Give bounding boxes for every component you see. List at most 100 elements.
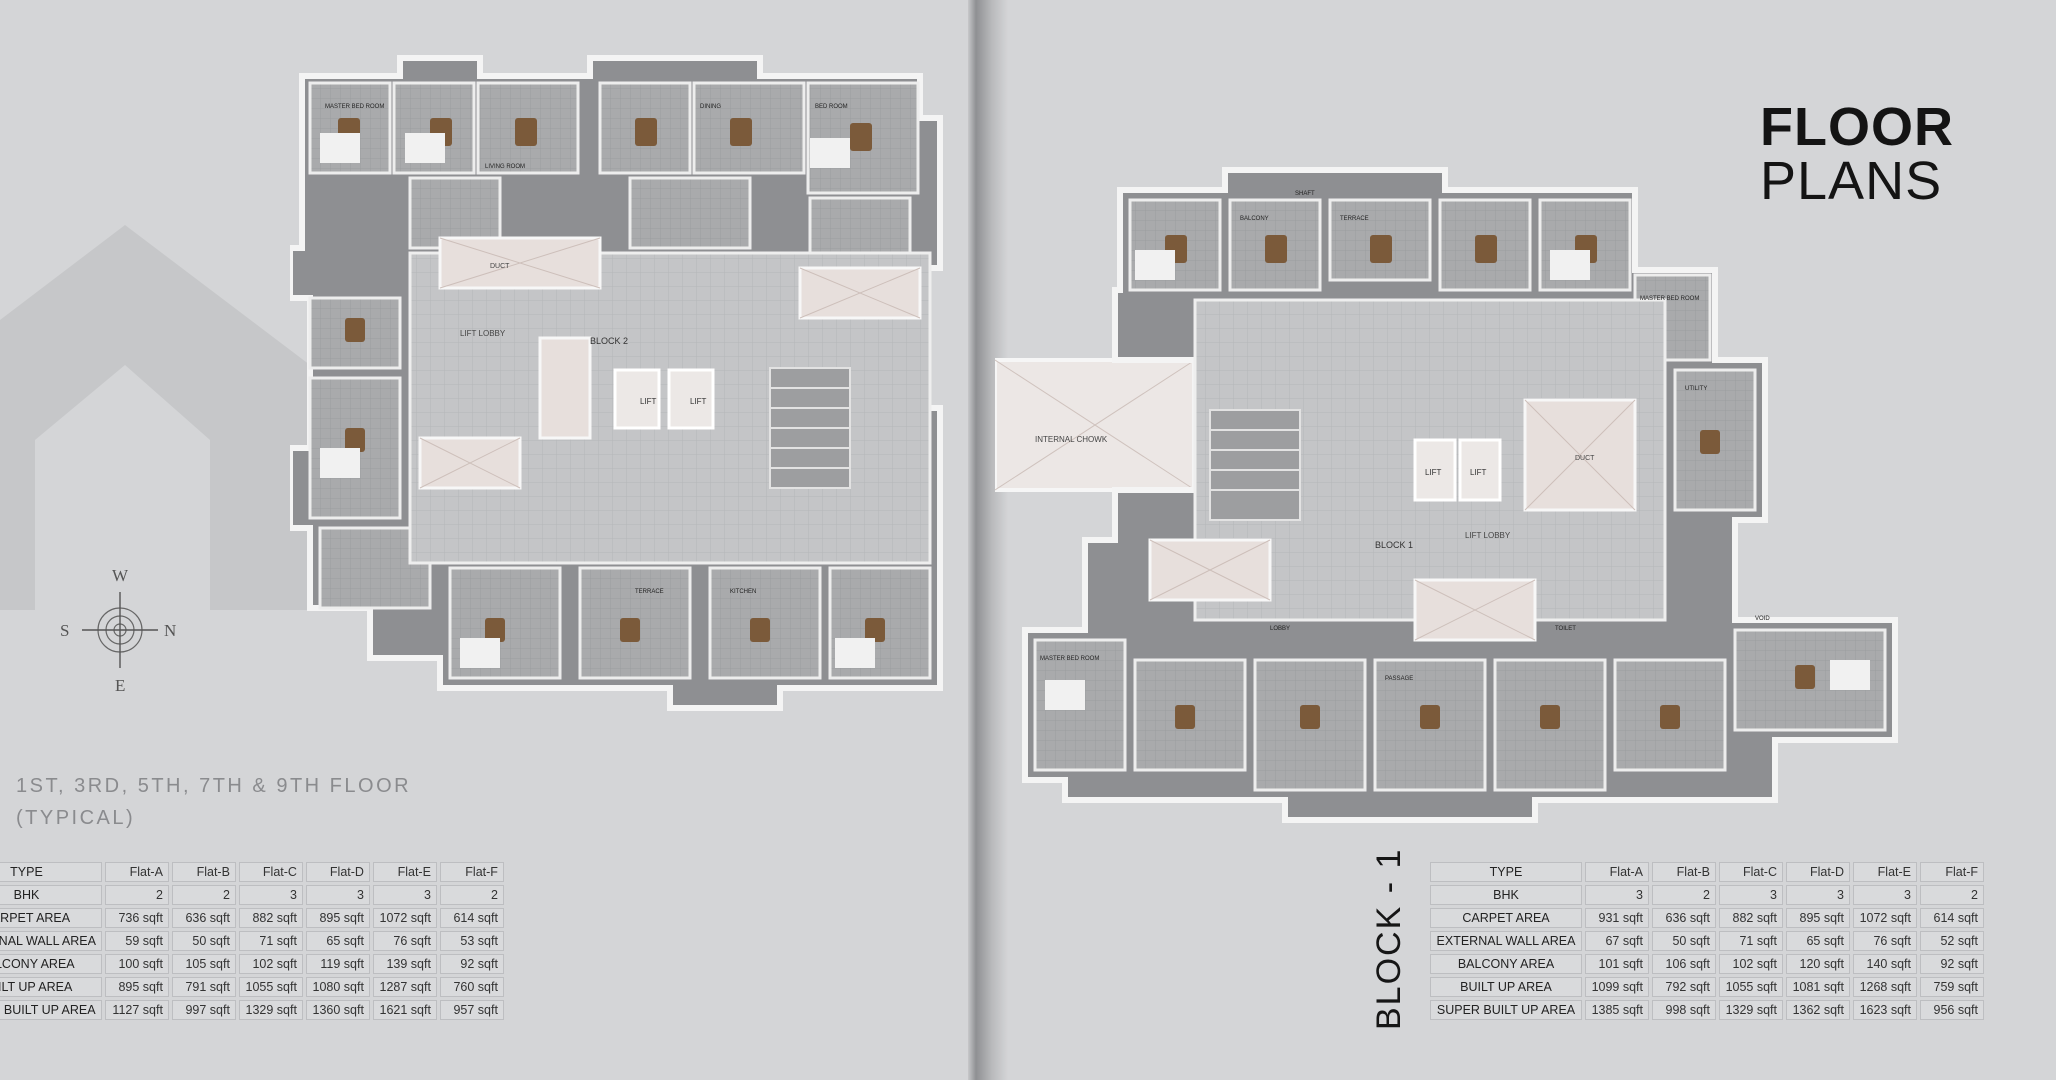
table-cell: 895 sqft — [104, 977, 169, 997]
table-header-cell: Flat-D — [1786, 862, 1850, 882]
table-cell: 882 sqft — [238, 908, 303, 928]
row-label: CARPET AREA — [0, 908, 102, 928]
table-cell: 882 sqft — [1719, 908, 1783, 928]
row-label: BALCONY AREA — [1430, 954, 1582, 974]
row-label: SUPER BUILT UP AREA — [1430, 1000, 1582, 1020]
lift-label-4: LIFT — [1470, 468, 1487, 477]
table-cell: 1623 sqft — [1853, 1000, 1917, 1020]
table-cell: 3 — [1585, 885, 1649, 905]
table-cell: 997 sqft — [171, 1000, 236, 1020]
table-cell: 1072 sqft — [1853, 908, 1917, 928]
table-cell: 50 sqft — [171, 931, 236, 951]
table-cell: 1081 sqft — [1786, 977, 1850, 997]
table-cell: 50 sqft — [1652, 931, 1716, 951]
table-cell: 736 sqft — [104, 908, 169, 928]
kitchen-label: KITCHEN — [730, 589, 756, 595]
table-header-cell: TYPE — [0, 862, 102, 882]
living-label: LIVING ROOM — [485, 164, 525, 170]
master-bed-label: MASTER BED ROOM — [325, 104, 384, 110]
lift-lobby-label-2: LIFT LOBBY — [1465, 531, 1511, 540]
master-bed-label-2: MASTER BED ROOM — [1640, 296, 1699, 302]
internal-chowk-label: INTERNAL CHOWK — [1035, 435, 1108, 444]
master-bed-label-3: MASTER BED ROOM — [1040, 656, 1099, 662]
table-cell: 1127 sqft — [104, 1000, 169, 1020]
lift-label-3: LIFT — [1425, 468, 1442, 477]
table-cell: 1080 sqft — [305, 977, 370, 997]
table-cell: 71 sqft — [238, 931, 303, 951]
table-cell: 2 — [1920, 885, 1984, 905]
table-cell: 614 sqft — [439, 908, 504, 928]
row-label: BUILT UP AREA — [1430, 977, 1582, 997]
row-label: EXTERNAL WALL AREA — [0, 931, 102, 951]
table-cell: 2 — [1652, 885, 1716, 905]
table-cell: 931 sqft — [1585, 908, 1649, 928]
row-label: CARPET AREA — [1430, 908, 1582, 928]
table-cell: 1329 sqft — [1719, 1000, 1783, 1020]
lift-label-1: LIFT — [640, 397, 657, 406]
table-cell: 140 sqft — [1853, 954, 1917, 974]
table-cell: 3 — [1853, 885, 1917, 905]
table-header-cell: Flat-A — [104, 862, 169, 882]
heading-line2: PLANS — [1760, 151, 1943, 211]
table-cell: 1072 sqft — [372, 908, 437, 928]
table-cell: 1329 sqft — [238, 1000, 303, 1020]
block-label: BLOCK - 1 — [1370, 847, 1408, 1030]
table-header-cell: Flat-E — [372, 862, 437, 882]
table-header-cell: Flat-F — [1920, 862, 1984, 882]
house-watermark-icon — [0, 225, 310, 610]
table-cell: 792 sqft — [1652, 977, 1716, 997]
lobby-label: LOBBY — [1270, 626, 1290, 632]
balcony-label: BALCONY — [1240, 216, 1269, 222]
table-cell: 1360 sqft — [305, 1000, 370, 1020]
dining-label: DINING — [700, 104, 721, 110]
table-cell: 105 sqft — [171, 954, 236, 974]
table-cell: 956 sqft — [1920, 1000, 1984, 1020]
shaft-label: SHAFT — [1295, 191, 1315, 197]
table-cell: 92 sqft — [1920, 954, 1984, 974]
table-cell: 1055 sqft — [238, 977, 303, 997]
lift-lobby-label: LIFT LOBBY — [460, 329, 506, 338]
floor-label-line2: (TYPICAL) — [16, 807, 136, 829]
table-cell: 52 sqft — [1920, 931, 1984, 951]
table-cell: 998 sqft — [1652, 1000, 1716, 1020]
table-cell: 636 sqft — [171, 908, 236, 928]
table-header-cell: Flat-E — [1853, 862, 1917, 882]
row-label: BALCONY AREA — [0, 954, 102, 974]
row-label: BHK — [1430, 885, 1582, 905]
plan-label-block-2: BLOCK 2 — [590, 336, 628, 346]
table-cell: 636 sqft — [1652, 908, 1716, 928]
table-cell: 957 sqft — [439, 1000, 504, 1020]
table-header-cell: Flat-B — [1652, 862, 1716, 882]
table-cell: 92 sqft — [439, 954, 504, 974]
table-header-cell: Flat-A — [1585, 862, 1649, 882]
table-cell: 3 — [1786, 885, 1850, 905]
table-cell: 895 sqft — [305, 908, 370, 928]
table-cell: 119 sqft — [305, 954, 370, 974]
utility-label: UTILITY — [1685, 386, 1707, 392]
compass-west: W — [112, 566, 129, 585]
table-cell: 2 — [171, 885, 236, 905]
table-cell: 1287 sqft — [372, 977, 437, 997]
compass: W S N E — [60, 566, 180, 695]
table-cell: 1268 sqft — [1853, 977, 1917, 997]
compass-rose-icon — [82, 592, 158, 668]
table-cell: 59 sqft — [104, 931, 169, 951]
table-cell: 3 — [372, 885, 437, 905]
table-cell: 614 sqft — [1920, 908, 1984, 928]
duct-label: DUCT — [490, 263, 510, 270]
table-cell: 67 sqft — [1585, 931, 1649, 951]
table-cell: 1099 sqft — [1585, 977, 1649, 997]
table-cell: 102 sqft — [238, 954, 303, 974]
table-cell: 102 sqft — [1719, 954, 1783, 974]
table-cell: 2 — [439, 885, 504, 905]
table-header-cell: Flat-D — [305, 862, 370, 882]
